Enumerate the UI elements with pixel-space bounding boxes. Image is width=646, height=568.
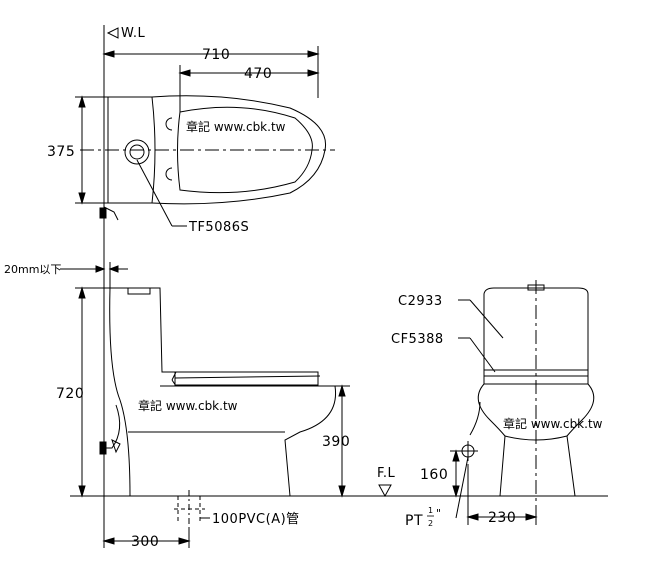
top-view (75, 46, 335, 227)
watermark-top: 章記 www.cbk.tw (186, 119, 286, 134)
watermark-side: 章記 www.cbk.tw (138, 398, 238, 413)
side-view (75, 286, 350, 548)
supply-height-label: 160 (420, 467, 448, 483)
flush-button-icon (124, 139, 150, 165)
wall-gap-label: 20mm以下 (4, 263, 61, 276)
seat-height-label: 390 (322, 434, 350, 450)
seat-length-label: 470 (244, 66, 272, 82)
flush-button-part-label: TF5086S (188, 220, 249, 235)
seat-part-label: CF5388 (391, 332, 444, 347)
rough-in-label: 300 (131, 534, 159, 550)
supply-fitting-label: PT 1 2 " (405, 506, 441, 529)
watermark-front: 章記 www.cbk.tw (503, 416, 603, 431)
drain-pipe-label: 100PVC(A)管 (212, 512, 300, 527)
water-level-marker (106, 27, 119, 39)
overall-height-label: 720 (56, 386, 84, 402)
floor-level-label: F.L (377, 466, 396, 481)
tank-depth-label: 375 (47, 144, 75, 160)
tank-part-label: C2933 (398, 294, 443, 309)
floor-level-marker (378, 484, 392, 498)
water-level-label: W.L (121, 26, 145, 41)
svg-text:1: 1 (428, 506, 433, 515)
svg-text:": " (436, 507, 441, 520)
svg-text:PT: PT (405, 513, 423, 529)
svg-text:2: 2 (428, 519, 433, 528)
front-view (450, 280, 595, 525)
supply-offset-label: 230 (488, 510, 516, 526)
overall-length-label: 710 (202, 47, 230, 63)
